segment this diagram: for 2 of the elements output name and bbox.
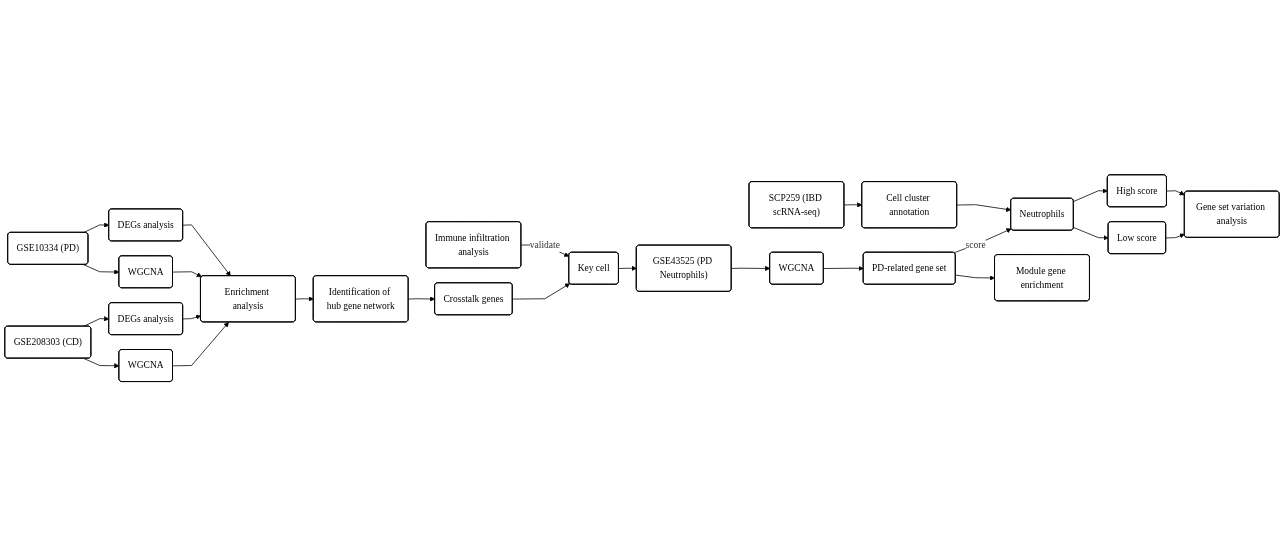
edge-label: validate [529, 239, 560, 250]
edge-label: score [965, 239, 986, 250]
